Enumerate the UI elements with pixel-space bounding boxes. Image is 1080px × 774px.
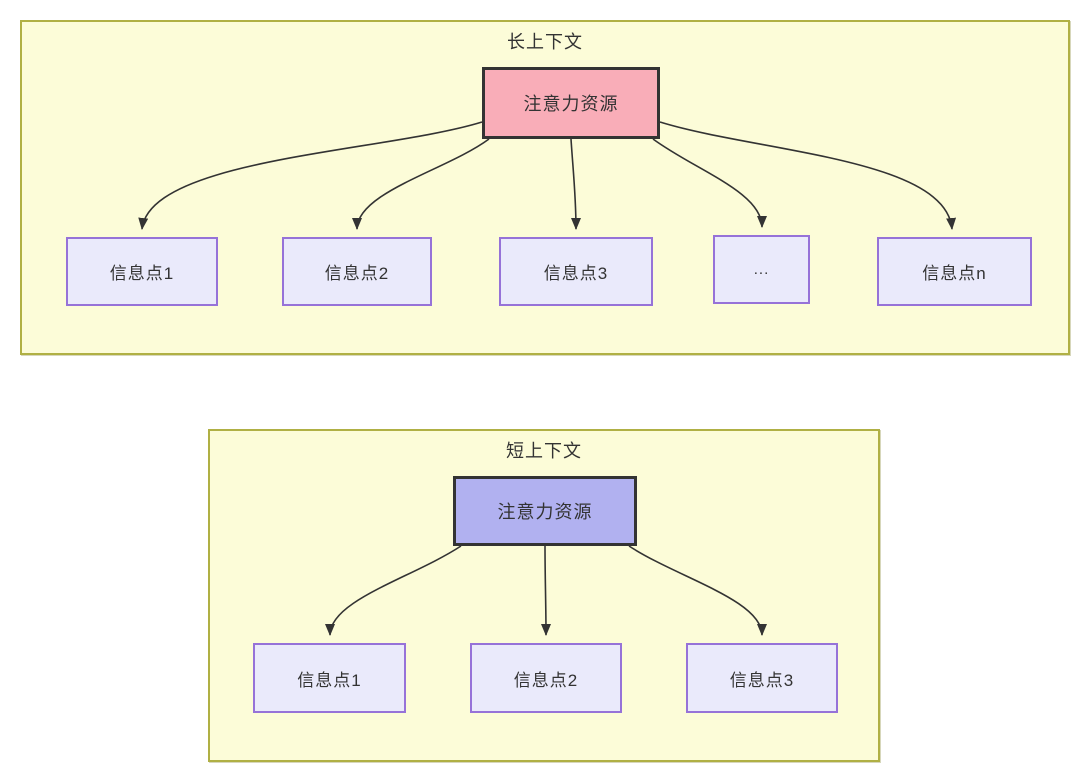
info-point-node: 信息点2 (470, 643, 622, 713)
attention-resource-node-short: 注意力资源 (453, 476, 637, 546)
info-point-ellipsis-node: ... (713, 235, 810, 304)
long-context-title: 长上下文 (507, 32, 583, 52)
info-point-node: 信息点1 (253, 643, 406, 713)
info-point-node: 信息点3 (499, 237, 653, 306)
attention-resource-node-long: 注意力资源 (482, 67, 660, 139)
info-point-node: 信息点1 (66, 237, 218, 306)
info-point-node: 信息点n (877, 237, 1032, 306)
short-context-title: 短上下文 (506, 441, 582, 461)
info-point-node: 信息点2 (282, 237, 432, 306)
info-point-node: 信息点3 (686, 643, 838, 713)
